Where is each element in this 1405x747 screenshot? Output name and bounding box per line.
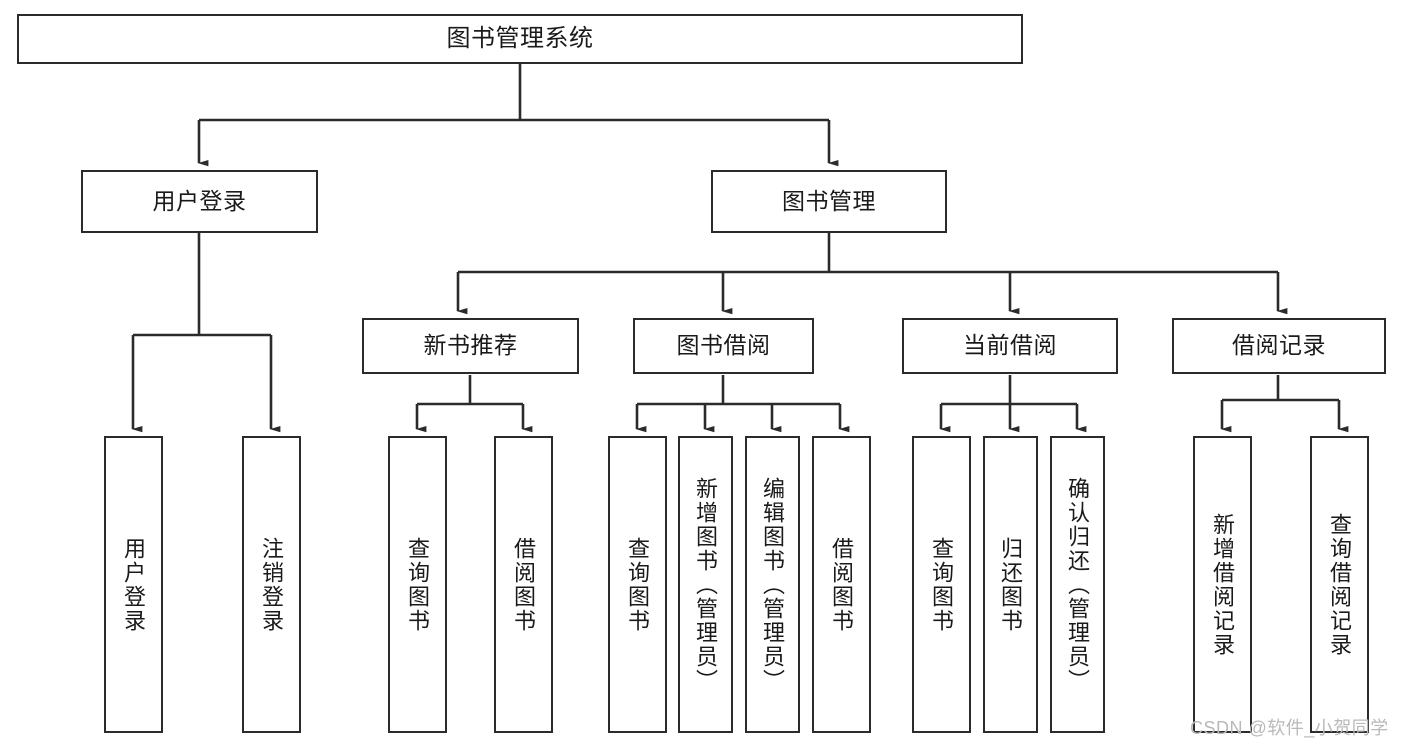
leaf-add-book-admin[interactable]: 新增图书（管理员）: [678, 436, 733, 733]
node-label: 借阅记录: [1232, 332, 1326, 359]
leaf-borrow-book[interactable]: 借阅图书: [812, 436, 871, 733]
leaf-query-book-current[interactable]: 查询图书: [912, 436, 971, 733]
leaf-query-book-borrow[interactable]: 查询图书: [608, 436, 667, 733]
node-label: 借阅图书: [829, 536, 855, 633]
node-book-management[interactable]: 图书管理: [711, 170, 947, 233]
node-new-book-recommendation[interactable]: 新书推荐: [362, 318, 579, 374]
node-user-login[interactable]: 用户登录: [81, 170, 318, 233]
node-current-borrowing[interactable]: 当前借阅: [902, 318, 1118, 374]
leaf-edit-book-admin[interactable]: 编辑图书（管理员）: [745, 436, 800, 733]
node-root-system[interactable]: 图书管理系统: [17, 14, 1023, 64]
node-label: 图书管理系统: [446, 24, 594, 52]
node-label: 归还图书: [998, 536, 1024, 633]
watermark: CSDN @软件_小贺同学: [1190, 718, 1389, 738]
leaf-confirm-return-admin[interactable]: 确认归还（管理员）: [1050, 436, 1105, 733]
node-label: 确认归还（管理员）: [1065, 476, 1091, 693]
leaf-user-logout[interactable]: 注销登录: [242, 436, 301, 733]
node-borrow-records[interactable]: 借阅记录: [1172, 318, 1386, 374]
node-label: 新书推荐: [423, 332, 518, 359]
leaf-query-book-new[interactable]: 查询图书: [388, 436, 447, 733]
leaf-borrow-book-new[interactable]: 借阅图书: [494, 436, 553, 733]
node-label: 查询图书: [929, 536, 955, 633]
node-label: 用户登录: [121, 536, 147, 633]
leaf-return-book[interactable]: 归还图书: [983, 436, 1038, 733]
node-book-borrowing[interactable]: 图书借阅: [633, 318, 814, 374]
node-label: 查询借阅记录: [1327, 512, 1353, 657]
node-label: 借阅图书: [511, 536, 537, 633]
node-label: 当前借阅: [963, 332, 1057, 359]
node-label: 用户登录: [152, 187, 247, 214]
node-label: 新增借阅记录: [1210, 512, 1236, 657]
leaf-query-borrow-record[interactable]: 查询借阅记录: [1310, 436, 1369, 733]
leaf-user-login[interactable]: 用户登录: [104, 436, 163, 733]
node-label: 新增图书（管理员）: [693, 476, 719, 693]
node-label: 查询图书: [405, 536, 431, 633]
leaf-add-borrow-record[interactable]: 新增借阅记录: [1193, 436, 1252, 733]
node-label: 图书管理: [782, 187, 876, 214]
node-label: 查询图书: [625, 536, 651, 633]
node-label: 注销登录: [259, 536, 285, 633]
node-label: 图书借阅: [676, 332, 771, 359]
node-label: 编辑图书（管理员）: [760, 476, 786, 693]
